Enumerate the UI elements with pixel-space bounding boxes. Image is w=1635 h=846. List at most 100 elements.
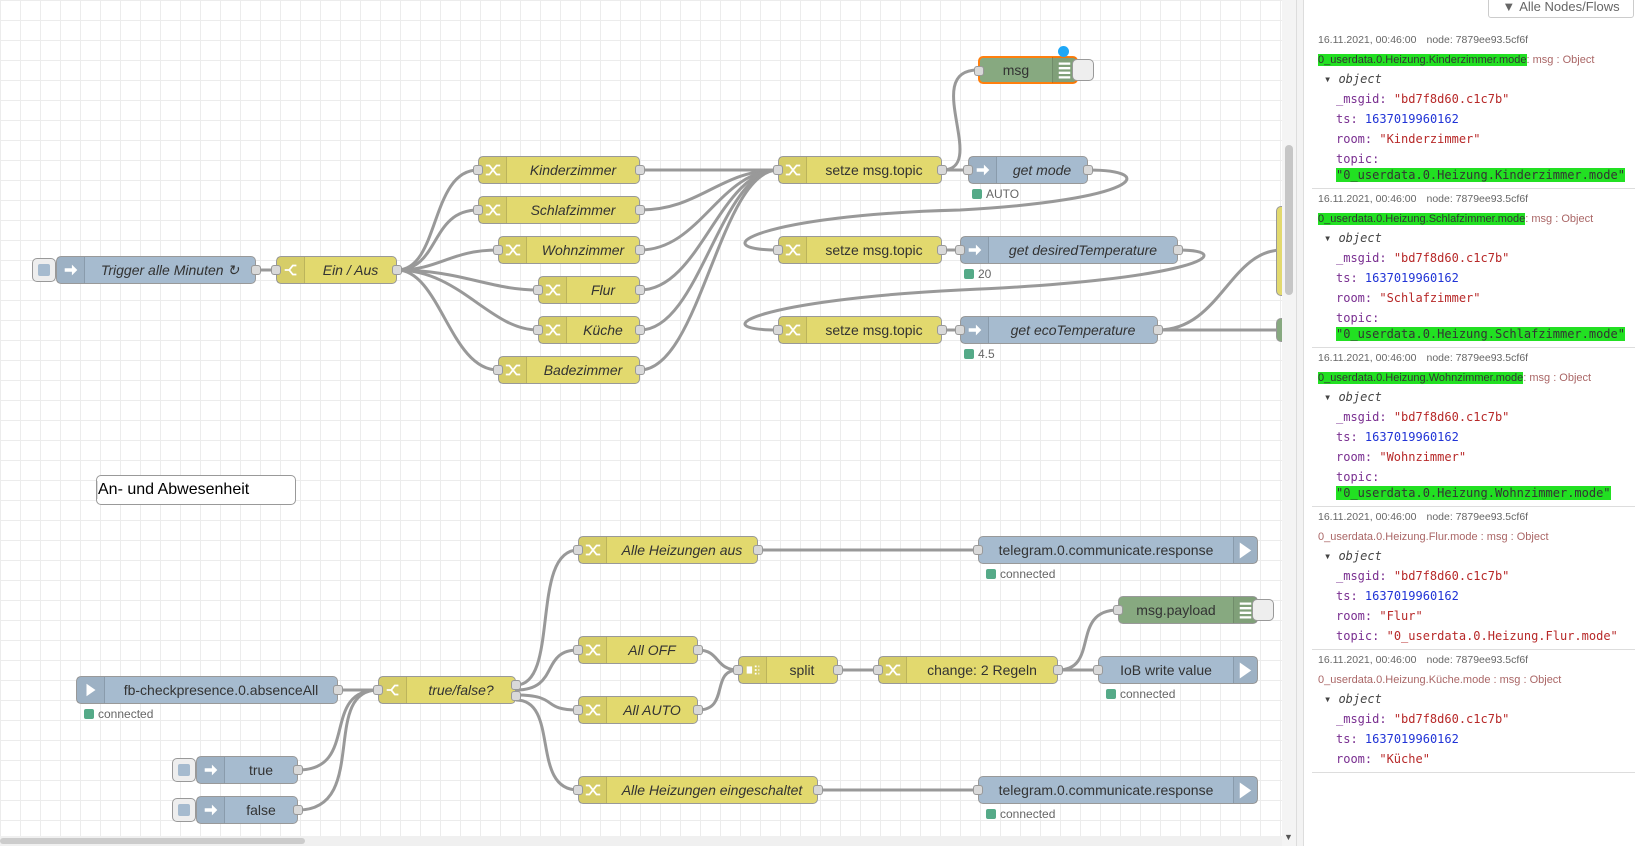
get-mode-node[interactable]: get mode	[963, 156, 1093, 184]
filter-button[interactable]: ▼Alle Nodes/Flows	[1488, 0, 1634, 18]
output-port[interactable]	[813, 785, 823, 795]
change-node-kinderzimmer[interactable]: Kinderzimmer	[473, 156, 645, 184]
input-port[interactable]	[473, 205, 483, 215]
change-node-schlafzimmer[interactable]: Schlafzimmer	[473, 196, 645, 224]
all-auto-node[interactable]: All AUTO	[573, 696, 703, 724]
ein-aus-switch-node[interactable]: Ein / Aus	[271, 256, 402, 284]
output-port[interactable]	[937, 325, 947, 335]
trigger-inject-button[interactable]	[32, 258, 56, 282]
offscreen-node[interactable]	[1276, 206, 1282, 296]
input-port[interactable]	[873, 665, 883, 675]
input-port[interactable]	[573, 545, 583, 555]
input-port[interactable]	[573, 705, 583, 715]
output-port[interactable]	[937, 165, 947, 175]
output-port[interactable]	[833, 665, 843, 675]
split-node[interactable]: split	[733, 656, 843, 684]
expand-object[interactable]: ▾ object	[1324, 549, 1382, 563]
comment-node[interactable]: An- und Abwesenheit	[96, 475, 296, 512]
input-port[interactable]	[773, 325, 783, 335]
trigger-inject-node[interactable]: Trigger alle Minuten ↻	[56, 256, 261, 284]
iob-write-node[interactable]: IoB write value	[1093, 656, 1258, 684]
input-port[interactable]	[373, 685, 383, 695]
setze-topic-node-2[interactable]: setze msg.topic	[773, 236, 947, 264]
input-port[interactable]	[271, 265, 281, 275]
horizontal-scrollbar[interactable]	[0, 836, 1282, 846]
input-port[interactable]	[493, 365, 503, 375]
change-node-flur[interactable]: Flur	[533, 276, 645, 304]
get-desired-temperature-node[interactable]: get desiredTemperature	[955, 236, 1183, 264]
output-port[interactable]	[635, 365, 645, 375]
false-inject-button[interactable]	[172, 798, 196, 822]
scroll-thumb[interactable]	[1285, 145, 1293, 295]
input-port[interactable]	[533, 285, 543, 295]
output-port[interactable]	[693, 645, 703, 655]
true-inject-button[interactable]	[172, 758, 196, 782]
input-port[interactable]	[1093, 665, 1103, 675]
output-port[interactable]	[635, 285, 645, 295]
change-2-rules-node[interactable]: change: 2 Regeln	[873, 656, 1063, 684]
output-port[interactable]	[293, 765, 303, 775]
telegram-response-node-1[interactable]: telegram.0.communicate.response	[973, 536, 1258, 564]
debug-toggle-button[interactable]	[1072, 59, 1094, 81]
scroll-down-icon[interactable]: ▼	[1284, 832, 1293, 842]
alle-heizungen-aus-node[interactable]: Alle Heizungen aus	[573, 536, 763, 564]
output-port[interactable]	[511, 680, 521, 690]
input-port[interactable]	[973, 545, 983, 555]
output-port[interactable]	[753, 545, 763, 555]
change-node-badezimmer[interactable]: Badezimmer	[493, 356, 645, 384]
expand-object[interactable]: ▾ object	[1324, 390, 1382, 404]
offscreen-node[interactable]	[1276, 318, 1282, 342]
debug-toggle-button[interactable]	[1252, 599, 1274, 621]
output-port[interactable]	[937, 245, 947, 255]
input-port[interactable]	[963, 165, 973, 175]
change-node-kueche[interactable]: Küche	[533, 316, 645, 344]
get-eco-temperature-node[interactable]: get ecoTemperature	[955, 316, 1163, 344]
true-false-switch-node[interactable]: true/false?	[373, 676, 521, 704]
output-port[interactable]	[293, 805, 303, 815]
output-port[interactable]	[693, 705, 703, 715]
input-port[interactable]	[955, 245, 965, 255]
output-port[interactable]	[1053, 665, 1063, 675]
input-port[interactable]	[733, 665, 743, 675]
false-inject-node[interactable]: false	[196, 796, 303, 824]
input-port[interactable]	[493, 245, 503, 255]
output-port[interactable]	[392, 265, 402, 275]
telegram-response-node-2[interactable]: telegram.0.communicate.response	[973, 776, 1258, 804]
output-port[interactable]	[1173, 245, 1183, 255]
input-port[interactable]	[974, 66, 984, 76]
expand-object[interactable]: ▾ object	[1324, 692, 1382, 706]
input-port[interactable]	[533, 325, 543, 335]
true-inject-node[interactable]: true	[196, 756, 303, 784]
all-off-node[interactable]: All OFF	[573, 636, 703, 664]
expand-object[interactable]: ▾ object	[1324, 231, 1382, 245]
input-port[interactable]	[773, 245, 783, 255]
vertical-scrollbar[interactable]: ▼	[1282, 0, 1296, 846]
output-port[interactable]	[635, 245, 645, 255]
msg-payload-debug-node[interactable]: msg.payload	[1113, 596, 1258, 624]
alle-heizungen-eingeschaltet-node[interactable]: Alle Heizungen eingeschaltet	[573, 776, 823, 804]
output-port[interactable]	[635, 205, 645, 215]
output-port[interactable]	[251, 265, 261, 275]
input-port[interactable]	[473, 165, 483, 175]
flow-workspace[interactable]: Trigger alle Minuten ↻ Ein / Aus Kinderz…	[0, 0, 1282, 836]
setze-topic-node-1[interactable]: setze msg.topic	[773, 156, 947, 184]
sidebar-divider[interactable]	[1296, 0, 1304, 846]
output-port[interactable]	[1153, 325, 1163, 335]
input-port[interactable]	[573, 645, 583, 655]
output-port[interactable]	[635, 325, 645, 335]
input-port[interactable]	[773, 165, 783, 175]
input-port[interactable]	[1113, 605, 1123, 615]
change-node-wohnzimmer[interactable]: Wohnzimmer	[493, 236, 645, 264]
input-port[interactable]	[573, 785, 583, 795]
scroll-thumb[interactable]	[0, 838, 305, 844]
output-port[interactable]	[511, 691, 521, 701]
output-port[interactable]	[1083, 165, 1093, 175]
output-port[interactable]	[635, 165, 645, 175]
msg-debug-node[interactable]: msg	[974, 56, 1078, 84]
input-port[interactable]	[955, 325, 965, 335]
